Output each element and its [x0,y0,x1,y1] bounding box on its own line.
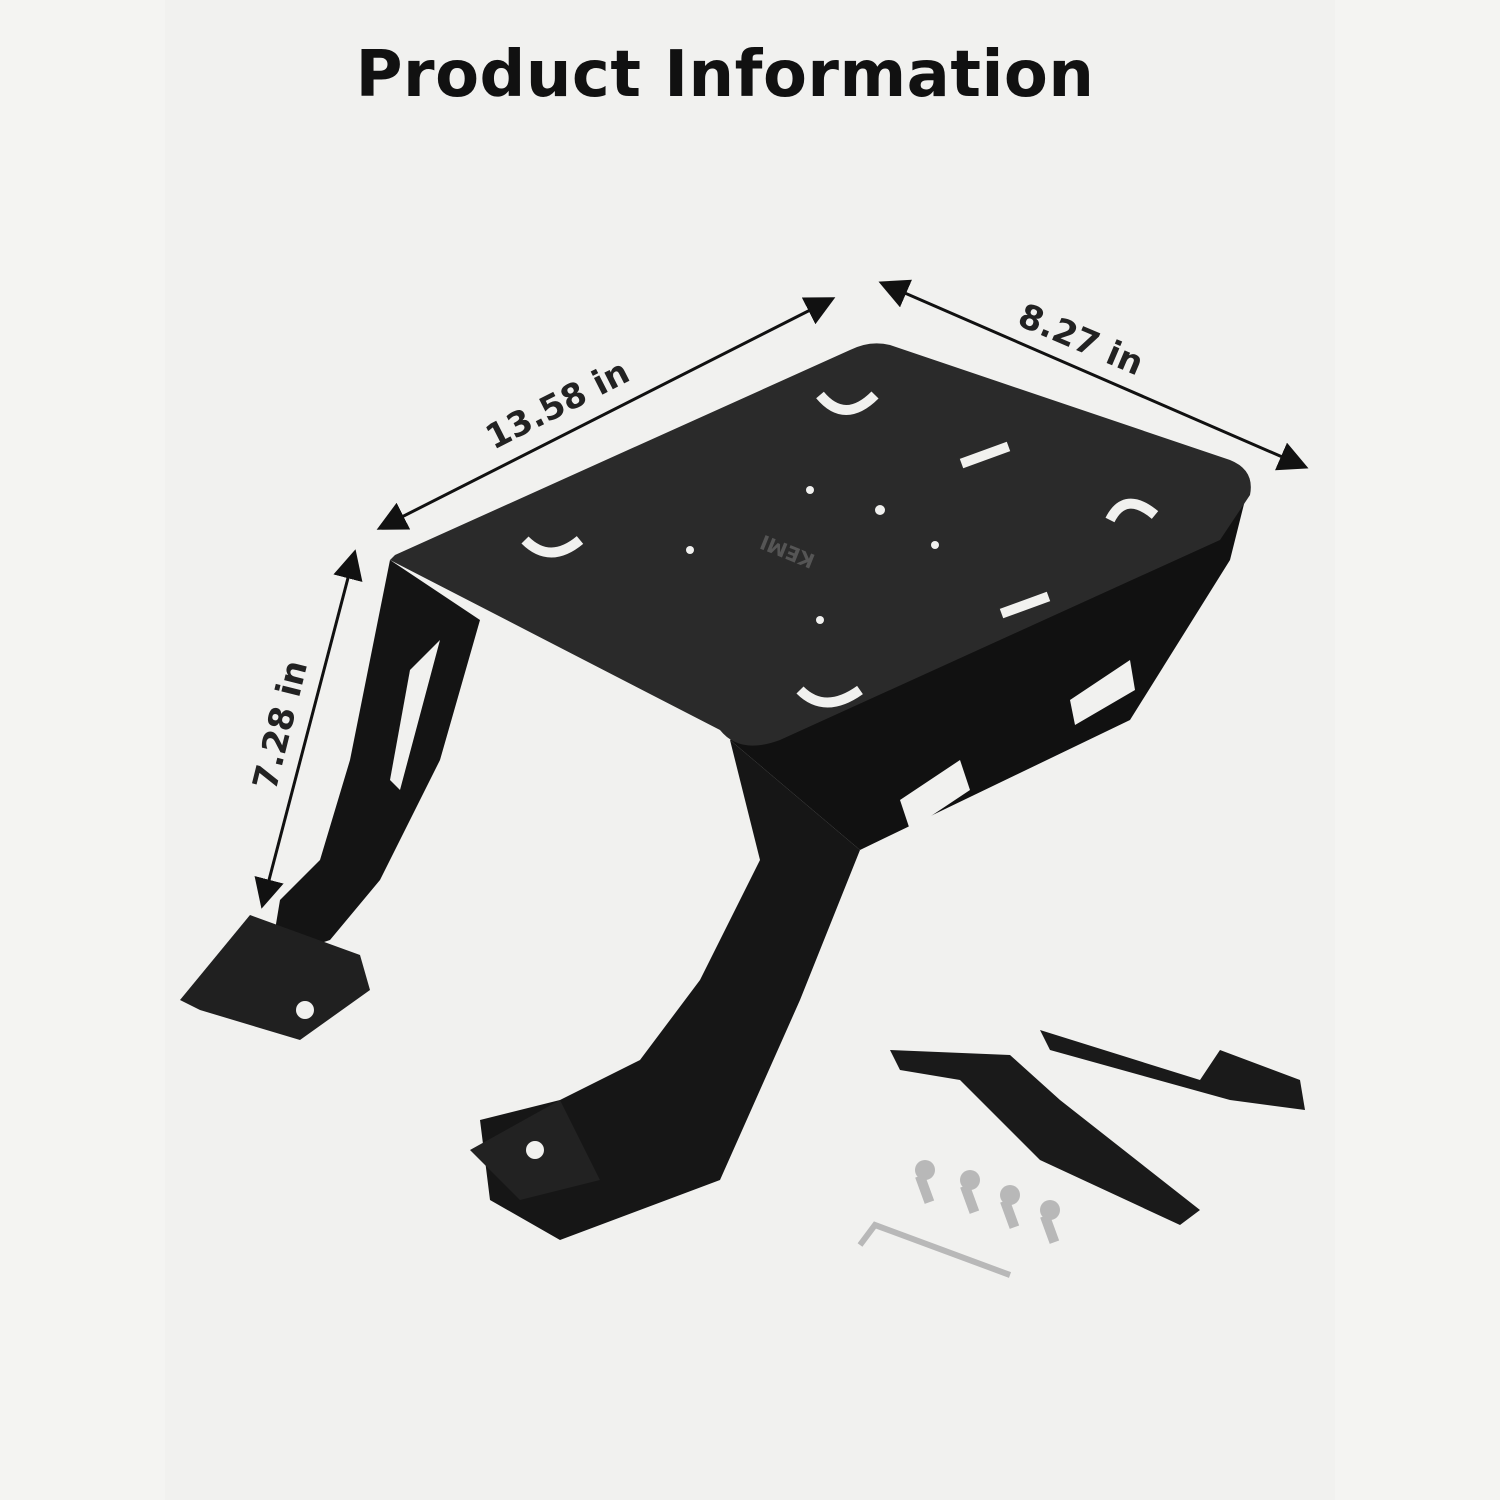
screws [915,1160,1060,1244]
rack [180,343,1251,1240]
width-arrow [878,279,1309,471]
height-arrow [254,549,363,909]
page-title: Product Information [355,38,1095,112]
hex-key [857,1221,1012,1278]
mounting-brackets [890,1030,1305,1225]
length-arrow [376,297,836,530]
